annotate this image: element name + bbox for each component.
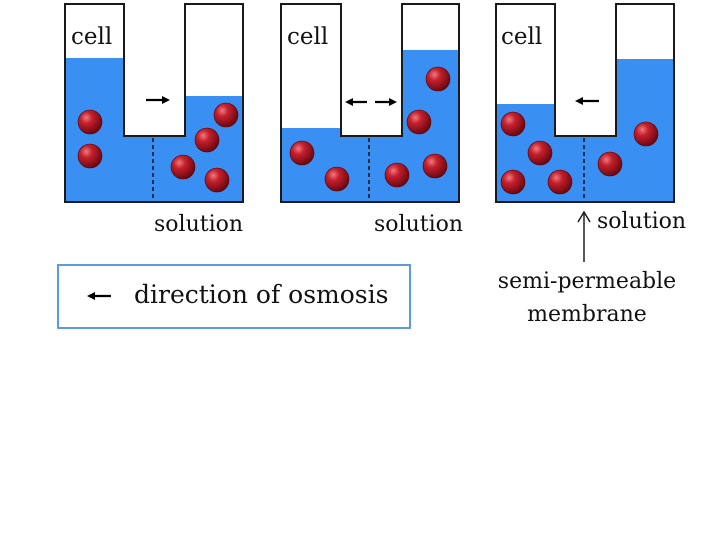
cell-label: cell: [287, 24, 328, 50]
legend-text: direction of osmosis: [134, 280, 388, 309]
water-fill-solution: [585, 59, 674, 202]
u-tube-outline: [280, 3, 460, 203]
membrane-pointer-arrow-icon: [577, 210, 591, 262]
solution-label: solution: [374, 212, 463, 237]
solute-particle: [324, 166, 350, 192]
solute-particle: [170, 154, 196, 180]
solute-particle: [289, 140, 315, 166]
membrane-label-line2: membrane: [527, 302, 647, 327]
solute-particle: [406, 109, 432, 135]
solute-particle: [500, 111, 526, 137]
osmosis-arrow-left-icon: [575, 97, 599, 105]
diagram-2: cell solution: [280, 3, 463, 237]
solute-particle: [77, 143, 103, 169]
cell-label: cell: [71, 24, 112, 50]
solute-particle: [633, 121, 659, 147]
water-fill-cell: [65, 58, 154, 202]
solute-particle: [213, 102, 239, 128]
water-fill-cell: [281, 128, 370, 202]
osmosis-arrow-left-icon: [345, 98, 367, 106]
solute-particle: [194, 127, 220, 153]
solute-particle: [500, 169, 526, 195]
membrane-label-line1: semi-permeable: [498, 269, 676, 294]
solute-particle: [422, 153, 448, 179]
solution-label: solution: [597, 209, 686, 234]
legend: direction of osmosis: [57, 264, 411, 329]
left-arrow-icon: [87, 292, 111, 300]
solute-particle: [425, 66, 451, 92]
solution-label: solution: [154, 212, 243, 237]
legend-box: [57, 264, 411, 329]
cell-label: cell: [501, 24, 542, 50]
diagram-3: cell solution semi-permeable membrane: [495, 3, 686, 327]
diagram-1: cell solution: [64, 3, 244, 237]
solute-particle: [597, 151, 623, 177]
solute-particle: [527, 140, 553, 166]
solute-particle: [384, 162, 410, 188]
u-tube-outline: [495, 3, 675, 203]
solute-particle: [204, 167, 230, 193]
osmosis-arrow-right-icon: [146, 96, 170, 104]
u-tube-outline: [64, 3, 244, 203]
solute-particle: [547, 169, 573, 195]
solute-particle: [77, 109, 103, 135]
osmosis-arrow-right-icon: [375, 98, 397, 106]
